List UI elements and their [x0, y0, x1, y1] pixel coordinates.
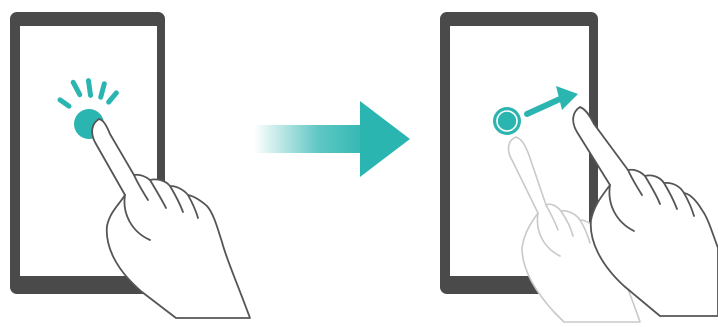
gradient-arrow-icon: [254, 101, 410, 177]
tap-panel: [10, 12, 250, 318]
drag-panel: [440, 12, 718, 322]
drag-handle-icon: [493, 107, 521, 135]
